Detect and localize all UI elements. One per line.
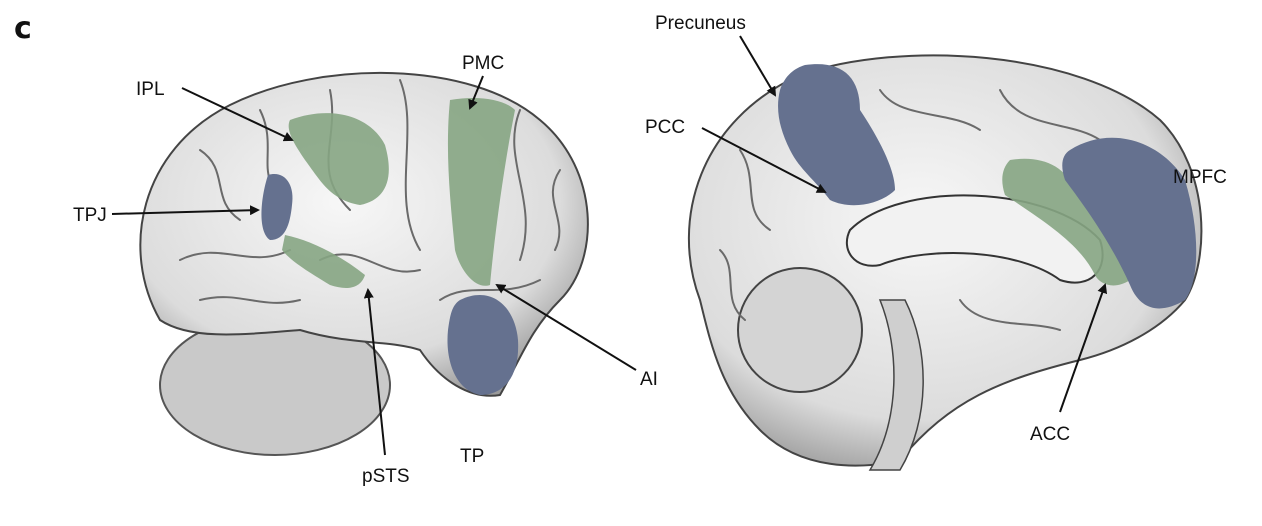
- brainstem: [868, 299, 924, 471]
- acc-arrow: [1059, 283, 1108, 413]
- label-mpfc: MPFC: [1173, 167, 1227, 188]
- ipl-arrow: [181, 87, 294, 142]
- psts-arrow: [363, 288, 386, 456]
- label-tpj: TPJ: [73, 205, 107, 226]
- precuneus-pcc-region: [778, 64, 895, 206]
- label-pmc: PMC: [462, 53, 504, 74]
- pmc-ai-region: [447, 98, 515, 286]
- label-pcc: PCC: [645, 117, 685, 138]
- label-tp: TP: [460, 446, 484, 467]
- label-psts: pSTS: [362, 466, 410, 487]
- ai-arrow: [495, 283, 637, 371]
- pcc-arrow: [701, 127, 827, 193]
- acc-region: [1002, 158, 1130, 286]
- cerebellum-medial: [737, 267, 863, 393]
- pmc-arrow: [468, 75, 484, 110]
- psts-region: [282, 235, 365, 288]
- label-precuneus: Precuneus: [655, 13, 746, 34]
- label-acc: ACC: [1030, 424, 1070, 445]
- lateral-brain: [139, 71, 589, 456]
- tpj-arrow: [111, 205, 260, 216]
- ipl-region: [288, 113, 389, 205]
- mpfc-region: [1062, 137, 1197, 309]
- tpj-region: [261, 174, 293, 240]
- medial-brain: [687, 54, 1203, 471]
- label-ipl: IPL: [136, 79, 165, 100]
- panel-label: c: [14, 11, 32, 46]
- label-ai: AI: [640, 369, 658, 390]
- tp-region: [447, 294, 519, 395]
- precuneus-arrow: [739, 35, 777, 97]
